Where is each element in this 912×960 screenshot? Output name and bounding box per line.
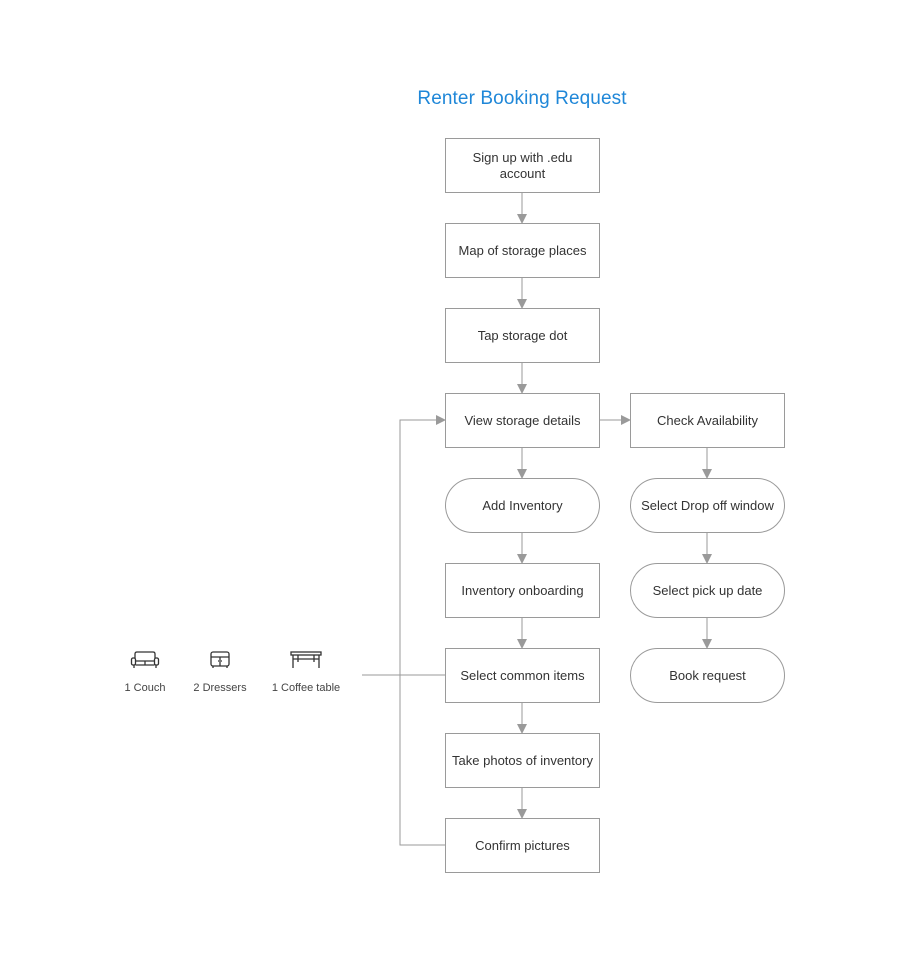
step-tap-storage-dot: Tap storage dot — [445, 308, 600, 363]
dresser-icon — [210, 651, 230, 668]
step-select-common-items: Select common items — [445, 648, 600, 703]
step-map-of-storage: Map of storage places — [445, 223, 600, 278]
loop-back-arrow — [399, 415, 446, 846]
common-item-coffee-table-label: 1 Coffee table — [271, 682, 341, 694]
common-item-coffee-table: 1 Coffee table — [261, 650, 351, 694]
step-select-drop-off-window: Select Drop off window — [630, 478, 785, 533]
couch-icon — [130, 651, 160, 668]
step-book-request: Book request — [630, 648, 785, 703]
step-sign-up: Sign up with .edu account — [445, 138, 600, 193]
coffee-table-icon — [290, 651, 322, 668]
step-take-photos: Take photos of inventory — [445, 733, 600, 788]
common-item-dressers-label: 2 Dressers — [193, 682, 247, 694]
step-inventory-onboarding: Inventory onboarding — [445, 563, 600, 618]
step-check-availability: Check Availability — [630, 393, 785, 448]
step-select-pick-up-date: Select pick up date — [630, 563, 785, 618]
diagram-title: Renter Booking Request — [417, 88, 627, 109]
common-item-couch-label: 1 Couch — [124, 682, 166, 694]
step-view-storage-details: View storage details — [445, 393, 600, 448]
step-add-inventory: Add Inventory — [445, 478, 600, 533]
step-confirm-pictures: Confirm pictures — [445, 818, 600, 873]
common-item-dressers: 2 Dressers — [175, 650, 265, 694]
common-item-couch: 1 Couch — [100, 650, 190, 694]
